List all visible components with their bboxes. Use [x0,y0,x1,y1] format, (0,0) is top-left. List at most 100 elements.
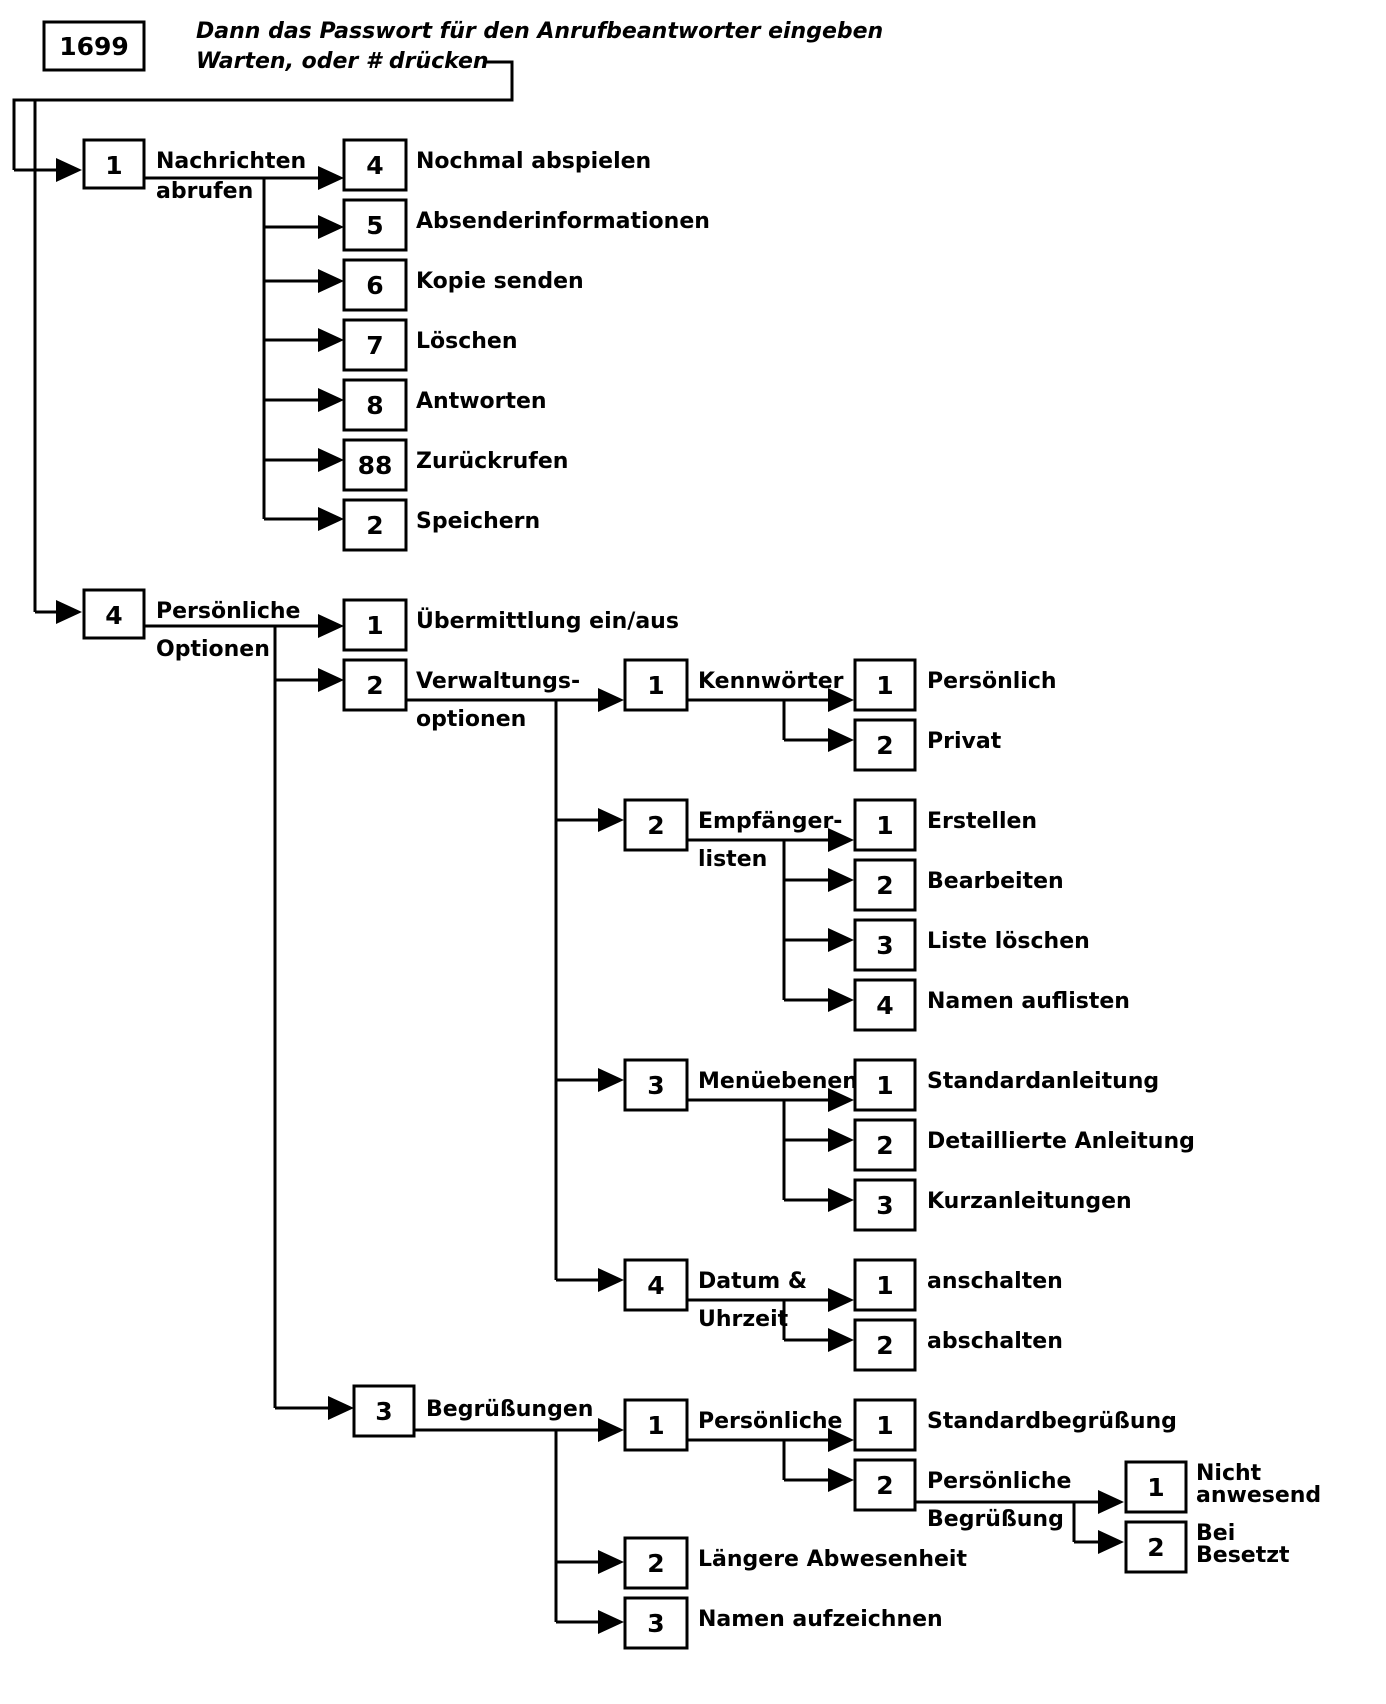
group-label: Menüebenen [698,1069,858,1094]
personal-sub-0: 1 Nicht anwesend [1124,1460,1321,1514]
item-key: 1 [876,1411,893,1440]
menu1-item-label: Löschen [416,329,518,354]
item-label: anschalten [927,1269,1063,1294]
item-key: 2 [647,1549,664,1578]
menu1-item-key: 7 [366,331,383,360]
menu1-item-key: 88 [358,451,393,480]
menu1-item-label: Nochmal abspielen [416,149,651,174]
group-key: 3 [647,1071,664,1100]
item-key: 1 [876,1271,893,1300]
menu1-node: 1 Nachrichten abrufen [82,138,306,204]
item-label: Längere Abwesenheit [698,1547,967,1572]
admin-label-line2: optionen [416,707,526,732]
item-label-line1: Bei [1196,1521,1235,1546]
menu1-item-key: 5 [366,211,383,240]
menu1-item-0: 4 Nochmal abspielen [342,138,651,192]
group-key: 2 [647,811,664,840]
item-label-line2: Begrüßung [927,1507,1064,1532]
datetime-item-0: 1 anschalten [853,1258,1063,1312]
menu1-label-line1: Nachrichten [156,149,306,174]
item-key: 1 [876,671,893,700]
menu1-item-1: 5 Absenderinformationen [342,198,710,252]
code-label: 1699 [59,32,129,61]
menu1-item-key: 4 [366,151,383,180]
item-label: Namen auflisten [927,989,1130,1014]
personal-item-1: 2 Persönliche Begrüßung [853,1458,1071,1532]
item-label: Standardanleitung [927,1069,1159,1094]
menu4-node: 4 Persönliche Optionen [82,588,300,662]
item-key: 2 [1147,1533,1164,1562]
personal-sub-1: 2 Bei Besetzt [1124,1520,1290,1574]
item-key: 1 [1147,1473,1164,1502]
item-key: 2 [876,1331,893,1360]
item-label: Persönlich [927,669,1057,694]
menu1-item-4: 8 Antworten [342,378,547,432]
greetings-key: 3 [375,1397,392,1426]
greetings-extended-node: 2 Längere Abwesenheit [623,1536,967,1590]
menu4-label-line2: Optionen [156,637,270,662]
intro-text-line1: Dann das Passwort für den Anrufbeantwort… [196,19,883,44]
item-label: Detaillierte Anleitung [927,1129,1195,1154]
levels-item-0: 1 Standardanleitung [853,1058,1159,1112]
group-label: Kennwörter [698,669,844,694]
menu1-item-key: 2 [366,511,383,540]
item-label: abschalten [927,1329,1063,1354]
menu1-item-label: Antworten [416,389,547,414]
levels-item-2: 3 Kurzanleitungen [853,1178,1132,1232]
group-label-line2: listen [698,847,767,872]
item-key: 3 [647,1609,664,1638]
admin-label-line1: Verwaltungs- [416,669,580,694]
group-key: 1 [647,671,664,700]
greetings-node: 3 Begrüßungen [352,1384,593,1438]
admin-key: 2 [366,671,383,700]
menu4-key: 4 [105,601,122,630]
item-key: 2 [876,731,893,760]
menu1-label-line2: abrufen [156,179,253,204]
admin-group-passwords: 1 Kennwörter [623,658,844,712]
greetings-personal-node: 1 Persönliche [623,1398,842,1452]
personal-item-0: 1 Standardbegrüßung [853,1398,1177,1452]
item-key: 2 [876,1131,893,1160]
group-label-line1: Empfänger- [698,809,842,834]
item-key: 1 [876,1071,893,1100]
item-label: Privat [927,729,1002,754]
item-label: Kurzanleitungen [927,1189,1132,1214]
lists-item-2: 3 Liste löschen [853,918,1090,972]
greetings-record-node: 3 Namen aufzeichnen [623,1596,943,1650]
menu1-item-label: Kopie senden [416,269,584,294]
menu1-item-label: Speichern [416,509,540,534]
item-key: 2 [876,871,893,900]
menu1-item-key: 8 [366,391,383,420]
lists-item-0: 1 Erstellen [853,798,1037,852]
menu1-item-label: Absenderinformationen [416,209,710,234]
menu1-item-6: 2 Speichern [342,498,540,552]
connector-lines [12,60,1100,1624]
item-label: Standardbegrüßung [927,1409,1177,1434]
arrow-heads [56,158,1124,1634]
item-key: 3 [876,931,893,960]
greetings-label: Begrüßungen [426,1397,593,1422]
menu1-key: 1 [105,151,122,180]
group-label-line2: Uhrzeit [698,1307,789,1332]
lists-item-3: 4 Namen auflisten [853,978,1130,1032]
item-label: Namen aufzeichnen [698,1607,943,1632]
item-key: 1 [876,811,893,840]
item-label-line1: Nicht [1196,1461,1262,1486]
admin-group-date-time: 4 Datum & Uhrzeit [623,1258,807,1332]
transmit-node: 1 Übermittlung ein/aus [342,598,679,652]
item-label-line1: Persönliche [927,1469,1071,1494]
menu1-item-5: 88 Zurückrufen [342,438,568,492]
item-label: Erstellen [927,809,1037,834]
item-label: Bearbeiten [927,869,1064,894]
group-key: 4 [647,1271,664,1300]
menu1-item-key: 6 [366,271,383,300]
menu4-label-line1: Persönliche [156,599,300,624]
item-label-line2: anwesend [1196,1483,1321,1508]
item-key: 3 [876,1191,893,1220]
menu1-item-2: 6 Kopie senden [342,258,584,312]
item-key: 4 [876,991,893,1020]
group-label: Persönliche [698,1409,842,1434]
passwords-item-0: 1 Persönlich [853,658,1057,712]
levels-item-1: 2 Detaillierte Anleitung [853,1118,1195,1172]
